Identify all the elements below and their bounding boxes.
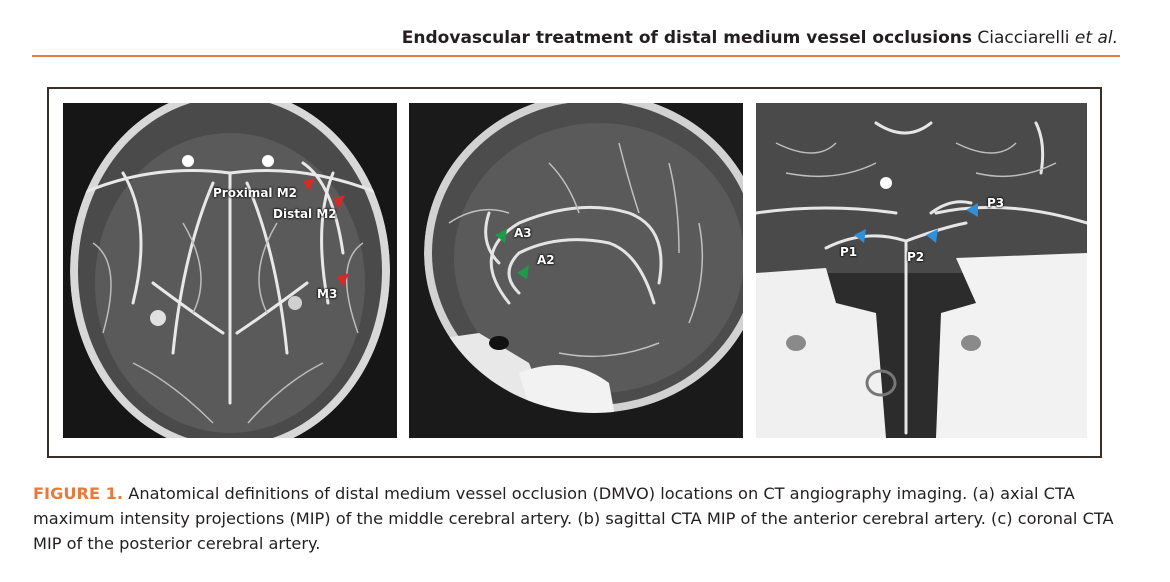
article-title: Endovascular treatment of distal medium …: [401, 28, 973, 48]
label-distal-m2: Distal M2: [273, 207, 337, 221]
label-a2: A2: [537, 253, 555, 267]
arrow-p3: [966, 203, 978, 217]
panel-b-sagittal-aca-image: A3 A2: [409, 103, 743, 438]
figure-caption-text: Anatomical definitions of distal medium …: [33, 484, 1114, 553]
arrow-m3: [337, 273, 349, 287]
label-m3: M3: [317, 287, 338, 301]
figure-caption-label: FIGURE 1.: [33, 484, 124, 503]
arrow-p2: [926, 229, 938, 243]
arrow-a2: [517, 265, 529, 279]
header-authors-suffix: et al.: [1074, 28, 1118, 48]
header-rule: [32, 55, 1120, 57]
arrow-distal-m2: [333, 195, 345, 209]
label-p2: P2: [907, 250, 925, 264]
sagittal-cta-drawing: [409, 103, 743, 438]
label-proximal-m2: Proximal M2: [213, 186, 297, 200]
arrow-proximal-m2: [303, 178, 315, 191]
figure-caption: FIGURE 1. Anatomical definitions of dist…: [33, 481, 1123, 556]
coronal-cta-drawing: [756, 103, 1087, 438]
label-p1: P1: [840, 245, 858, 259]
arrow-p1: [854, 229, 866, 243]
label-a3: A3: [514, 226, 532, 240]
header-authors: Ciacciarelli: [977, 28, 1070, 48]
running-header: Endovascular treatment of distal medium …: [402, 28, 1118, 48]
panel-a-axial-mca-image: Proximal M2 Distal M2 M3: [63, 103, 397, 438]
label-p3: P3: [987, 196, 1005, 210]
panel-c-coronal-pca-image: P3 P1 P2: [756, 103, 1087, 438]
axial-cta-drawing: [63, 103, 397, 438]
arrow-a3: [495, 229, 507, 243]
